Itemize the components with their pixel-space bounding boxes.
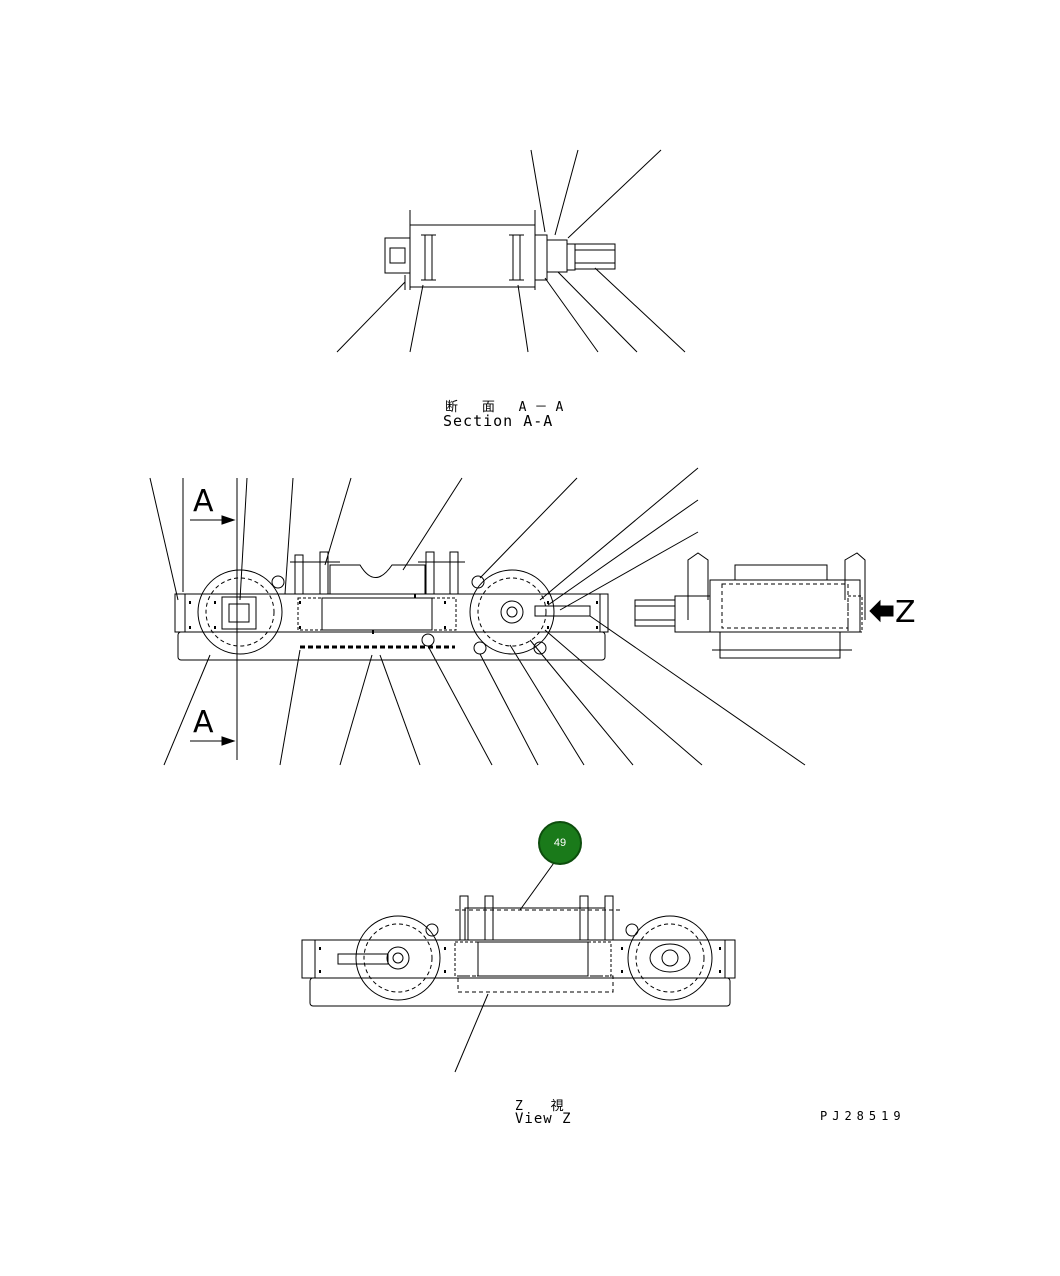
- end-view: [634, 552, 894, 659]
- view-z-title-en: View Z: [515, 1111, 572, 1127]
- callout-number: 49: [553, 837, 567, 849]
- main-side-view: [149, 467, 806, 766]
- drawing-number: PJ28519: [820, 1109, 906, 1123]
- view-z-title-jp: Z 視: [515, 1099, 574, 1114]
- view-z: [301, 859, 736, 1073]
- callout-badge-49[interactable]: 49: [538, 821, 582, 865]
- section-a-a-view: [336, 149, 686, 353]
- section-title-jp: 断 面 A－A: [445, 400, 572, 415]
- section-marker-top: A: [193, 484, 214, 519]
- view-z-marker: Z: [895, 595, 916, 630]
- section-marker-bottom: A: [193, 705, 214, 740]
- section-title-en: Section A-A: [443, 412, 554, 430]
